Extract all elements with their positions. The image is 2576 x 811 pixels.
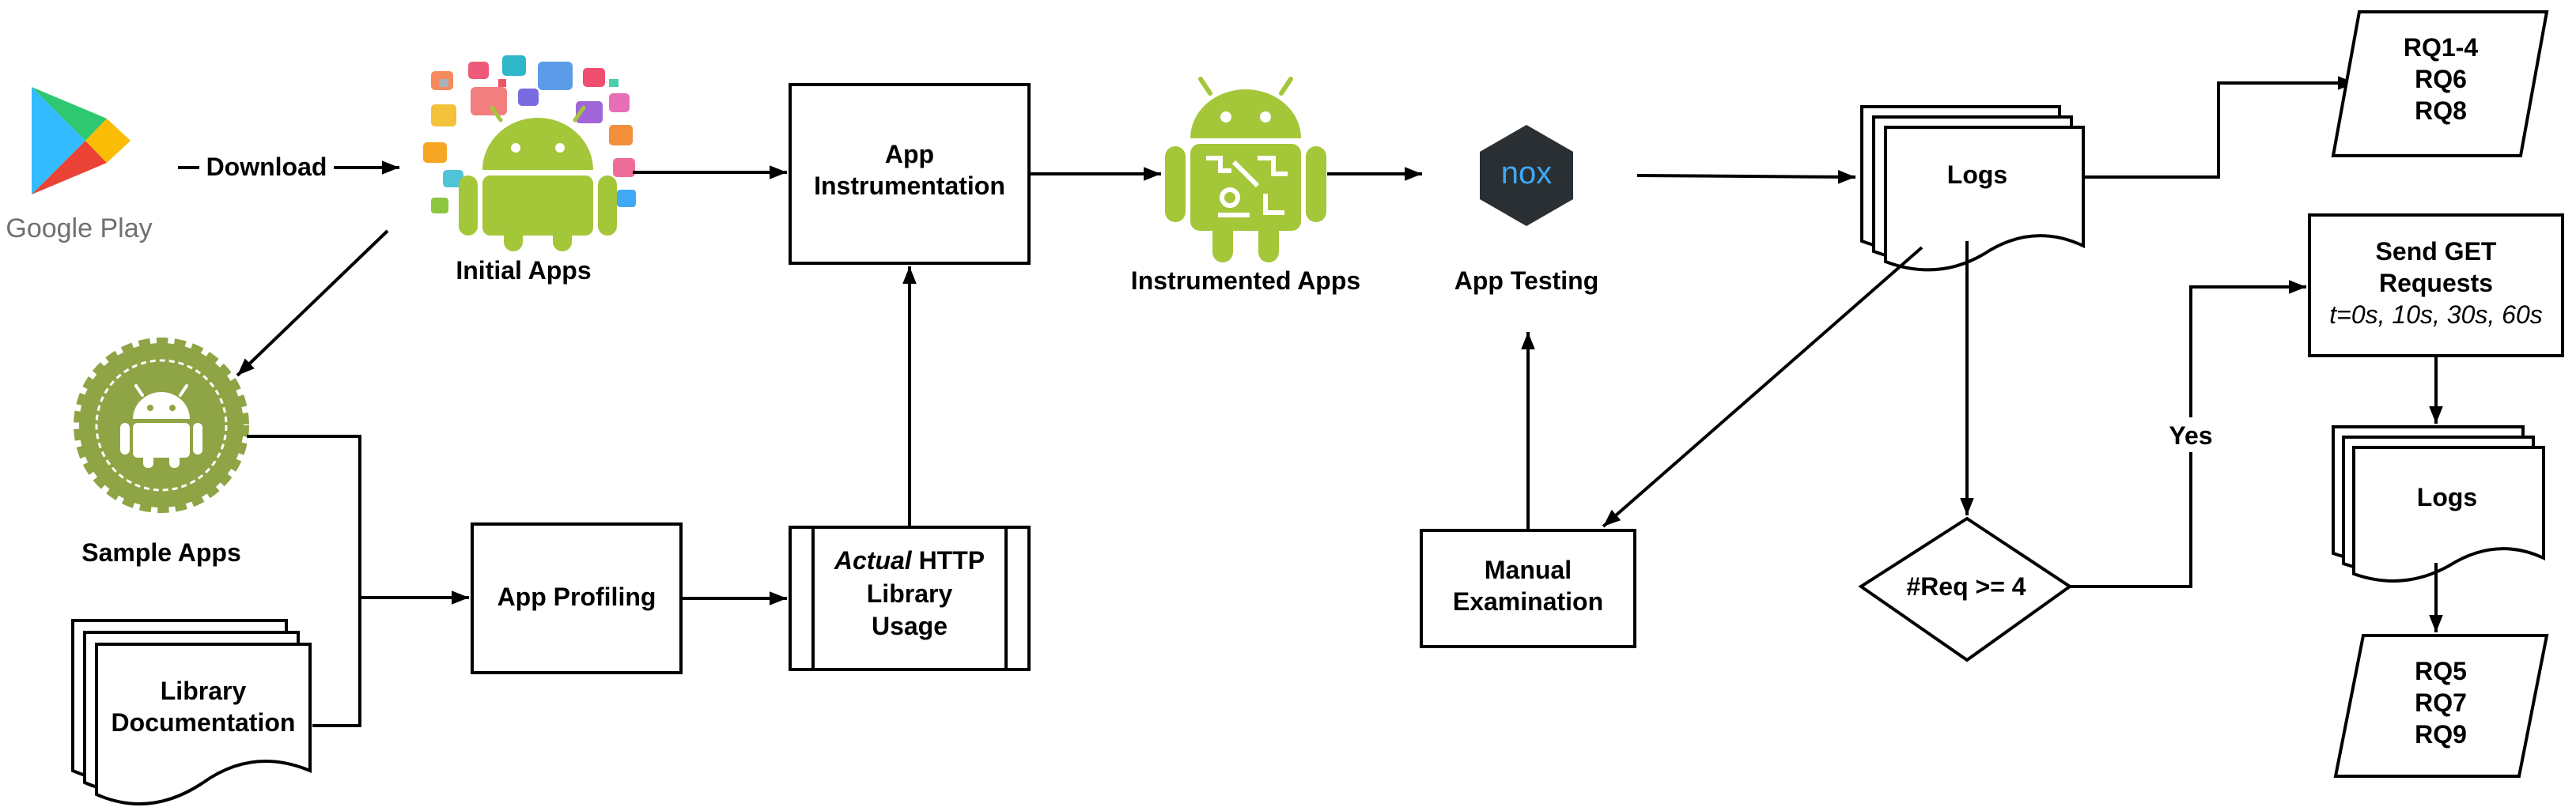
logs-top-label: Logs — [1947, 160, 2007, 189]
app-testing-label: App Testing — [1454, 266, 1599, 295]
library-documentation-line1: Library — [161, 677, 247, 705]
http-usage-emph: Actual — [834, 546, 913, 575]
http-usage-line1: Actual HTTP — [834, 546, 985, 575]
rq-top-line1: RQ1-4 — [2404, 33, 2478, 62]
arrow-logs-to-manual — [1602, 246, 1923, 528]
app-instrumentation-line1: App — [885, 140, 934, 168]
logs-top-node: Logs — [1860, 105, 2085, 272]
rq-bottom-line3: RQ9 — [2415, 720, 2467, 749]
nox-logo-text: nox — [1501, 156, 1553, 190]
rq-top-line2: RQ6 — [2415, 65, 2467, 93]
android-apps-cloud-icon — [423, 55, 636, 251]
http-usage-box — [789, 526, 1031, 671]
http-usage-line3: Usage — [872, 612, 948, 640]
http-usage-line1-rest: HTTP — [912, 546, 985, 575]
decision-label: #Req >= 4 — [1906, 572, 2026, 601]
app-instrumentation-box — [789, 83, 1031, 265]
send-get-line2: Requests — [2379, 269, 2493, 297]
app-profiling-label: App Profiling — [497, 583, 656, 611]
arrow-initial-to-sample — [236, 229, 389, 377]
rq-bottom-line1: RQ5 — [2415, 657, 2467, 685]
download-label: Download — [206, 153, 327, 181]
send-get-line1: Send GET — [2376, 237, 2497, 266]
send-get-box — [2308, 213, 2564, 357]
google-play-icon — [32, 87, 131, 194]
manual-examination-line2: Examination — [1453, 587, 1603, 616]
connector-sample-docs — [247, 435, 361, 727]
initial-apps-label: Initial Apps — [456, 256, 591, 285]
arrow-testing-to-logs — [1636, 170, 1856, 184]
send-get-line3: t=0s, 10s, 30s, 60s — [2329, 300, 2543, 329]
manual-examination-line1: Manual — [1485, 556, 1572, 584]
manual-examination-box — [1420, 529, 1636, 648]
rq-top-line3: RQ8 — [2415, 96, 2467, 125]
instrumented-apps-label: Instrumented Apps — [1131, 266, 1360, 295]
app-instrumentation-line2: Instrumentation — [814, 172, 1005, 200]
nox-player-icon: nox — [1480, 125, 1573, 226]
rq-top-box — [2331, 10, 2549, 157]
sample-apps-label: Sample Apps — [81, 538, 241, 567]
logs-bottom-node: Logs — [2332, 425, 2545, 583]
google-play-label: Google Play — [6, 213, 152, 243]
library-documentation-node: Library Documentation — [71, 619, 312, 805]
android-instrumented-icon — [1165, 77, 1326, 262]
rq-bottom-line2: RQ7 — [2415, 688, 2467, 717]
yes-label: Yes — [2169, 421, 2212, 450]
decision-diamond — [1858, 516, 2073, 662]
android-badge-icon — [74, 338, 249, 513]
arrow-logs-to-rq-top — [2083, 76, 2355, 179]
yes-label-bg — [2161, 417, 2221, 452]
logs-bottom-label: Logs — [2417, 483, 2477, 511]
library-documentation-line2: Documentation — [112, 708, 296, 737]
download-label-bg — [199, 147, 334, 185]
http-usage-line2: Library — [867, 579, 953, 608]
rq-bottom-box — [2333, 634, 2549, 778]
